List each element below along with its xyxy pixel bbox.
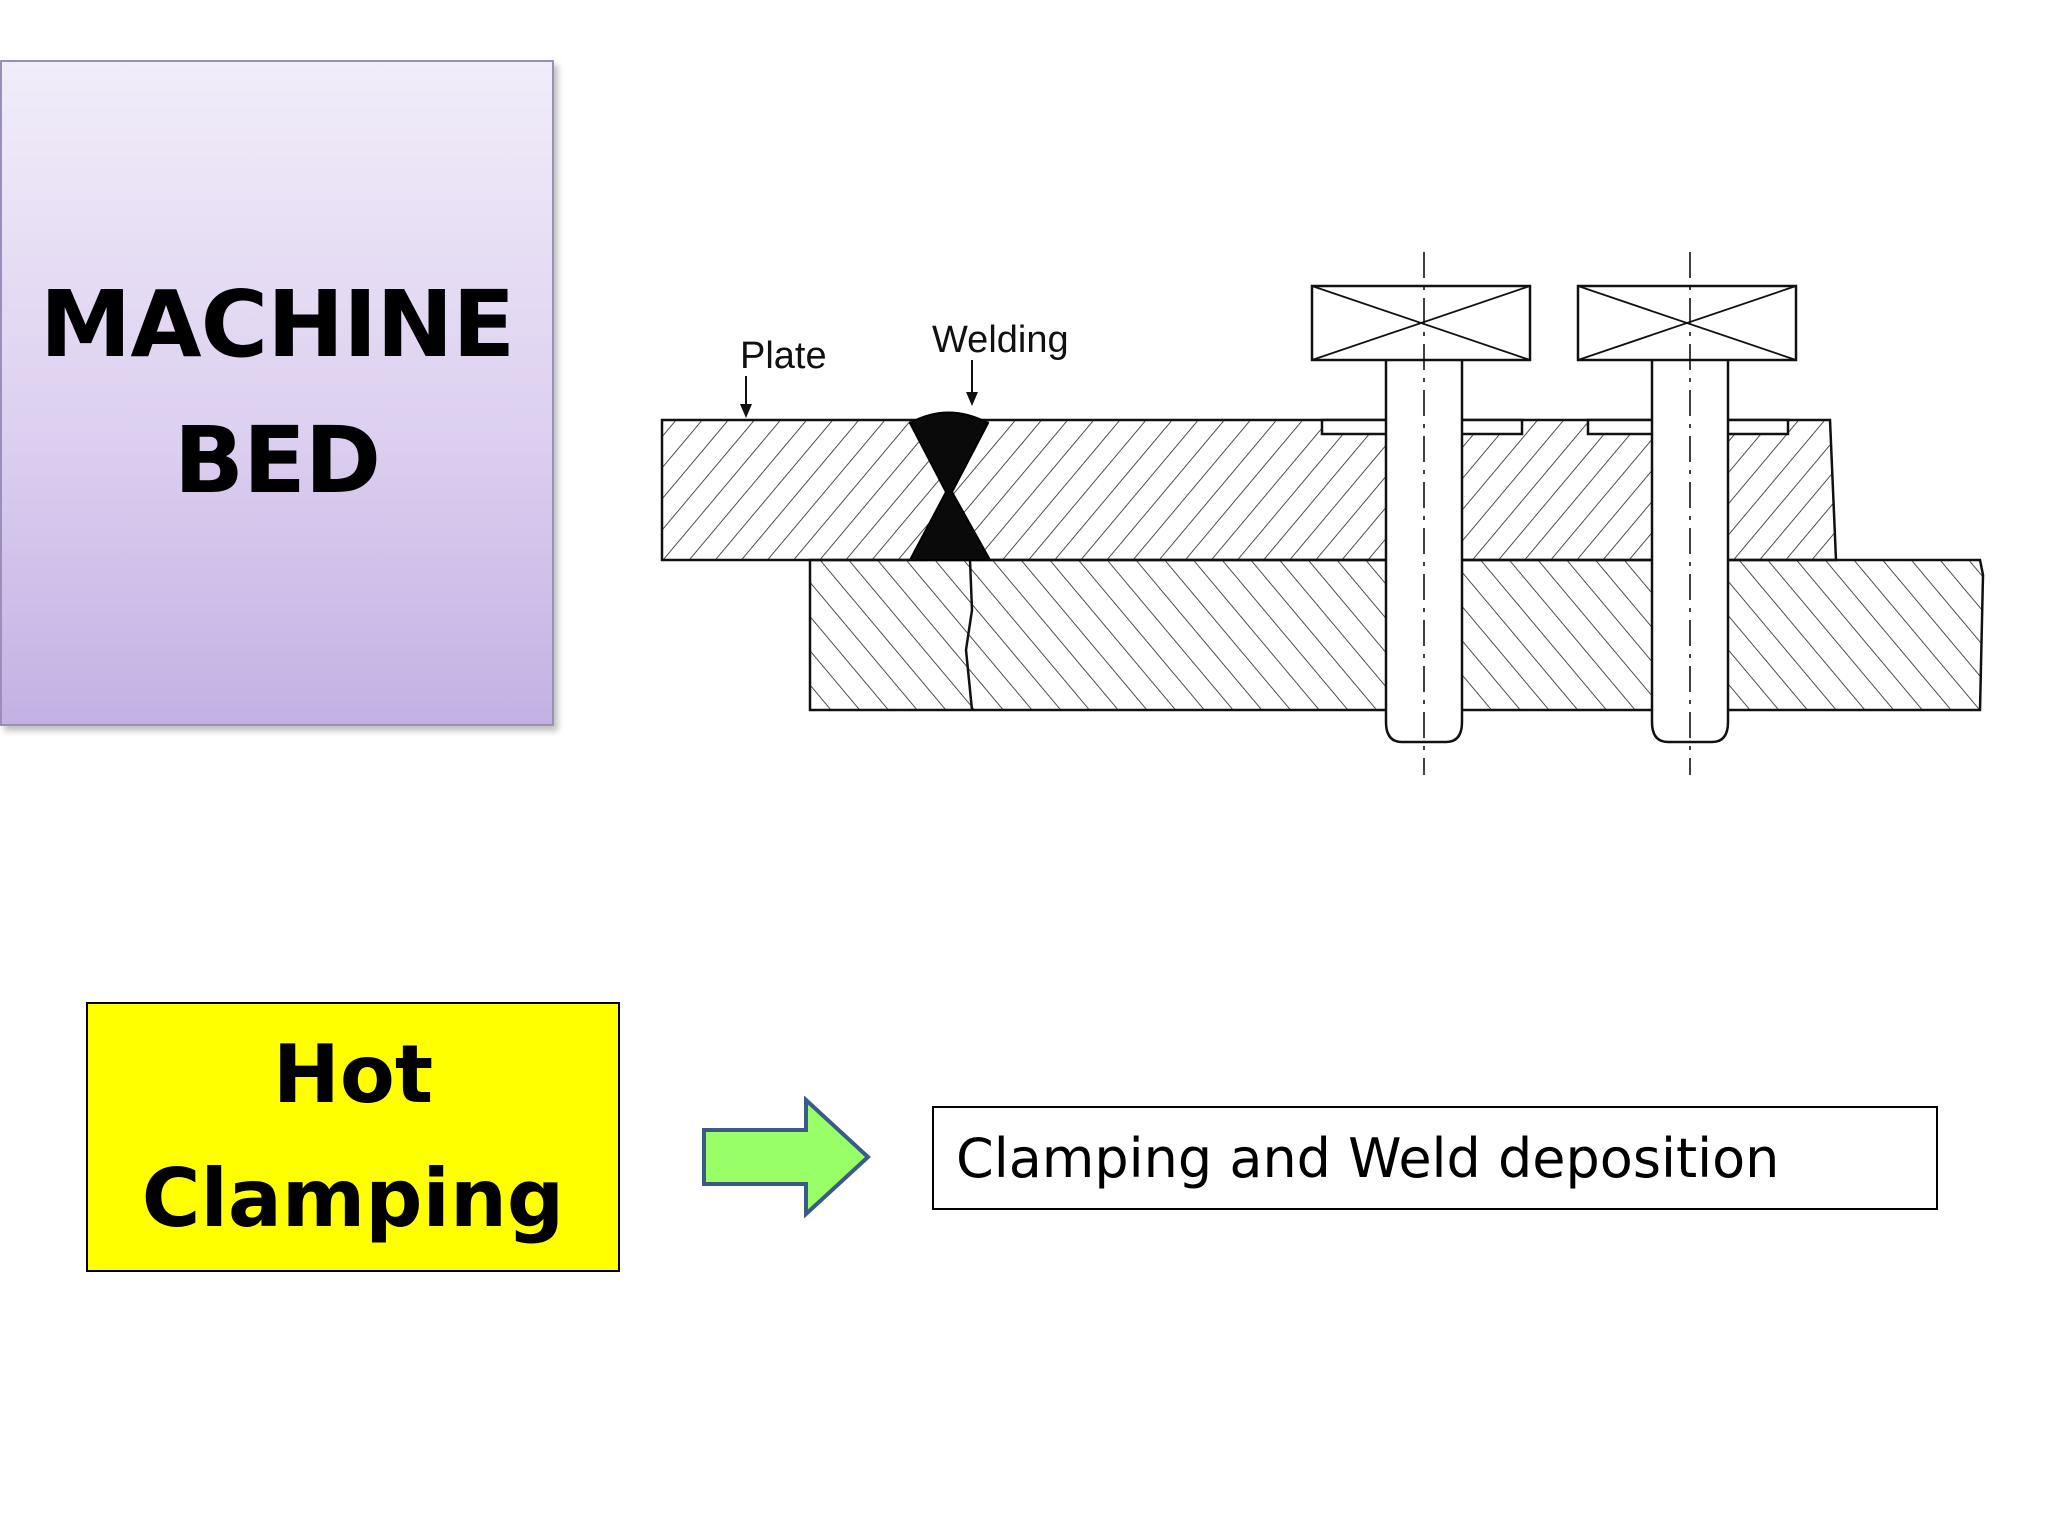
clamp-bolt-right xyxy=(1576,252,1798,775)
label-plate: Plate xyxy=(740,335,827,377)
description-box: Clamping and Weld deposition xyxy=(932,1106,1938,1210)
weld-bead xyxy=(908,411,992,561)
title-line-1: MACHINE xyxy=(39,271,515,378)
title-box: MACHINE BED xyxy=(0,60,554,726)
description-text: Clamping and Weld deposition xyxy=(956,1126,1780,1190)
right-arrow-icon xyxy=(702,1096,871,1218)
clamp-bolt-left xyxy=(1310,252,1532,775)
method-line-2: Clamping xyxy=(141,1152,565,1245)
label-welding: Welding xyxy=(932,319,1069,361)
hot-clamping-box: Hot Clamping xyxy=(86,1002,620,1272)
welding-clamp-diagram: Plate Welding xyxy=(660,252,1985,775)
title-line-2: BED xyxy=(173,407,381,514)
method-line-1: Hot xyxy=(272,1028,434,1121)
